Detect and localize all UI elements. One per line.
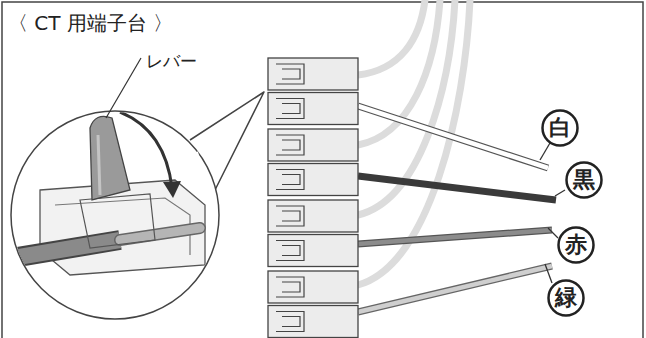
title: 〈 CT 用端子台 〉 <box>8 10 173 37</box>
terminal-slot <box>268 58 358 90</box>
lever-slot <box>276 206 304 226</box>
leader-line <box>106 58 141 118</box>
color-label: 赤 <box>565 234 587 256</box>
lever-slot <box>276 312 304 332</box>
color-label: 白 <box>549 117 571 139</box>
terminal-slot <box>268 129 358 161</box>
lever-slot <box>276 64 304 84</box>
part-label: レバー <box>146 50 197 73</box>
lever-slot <box>276 241 304 261</box>
terminal-block <box>268 58 358 338</box>
terminal-slot <box>268 164 358 196</box>
terminal-slot <box>268 271 358 303</box>
terminal-slot <box>268 200 358 232</box>
lever-slot <box>276 170 304 190</box>
lever-slot <box>276 99 304 119</box>
lever-slot <box>276 277 304 297</box>
magnifier <box>11 111 219 319</box>
color-circle: 赤 <box>557 226 595 264</box>
terminal-slot <box>268 306 358 338</box>
color-label: 黒 <box>573 169 595 191</box>
lever-slot <box>276 135 304 155</box>
color-circle: 白 <box>541 109 579 147</box>
color-circle: 緑 <box>547 279 585 317</box>
wires <box>358 106 556 312</box>
color-label: 緑 <box>555 287 577 309</box>
color-circle: 黒 <box>565 161 603 199</box>
terminal-slot <box>268 93 358 125</box>
leader-lines <box>540 143 565 283</box>
lever-terminal-detail <box>0 112 205 275</box>
terminal-slot <box>268 235 358 267</box>
